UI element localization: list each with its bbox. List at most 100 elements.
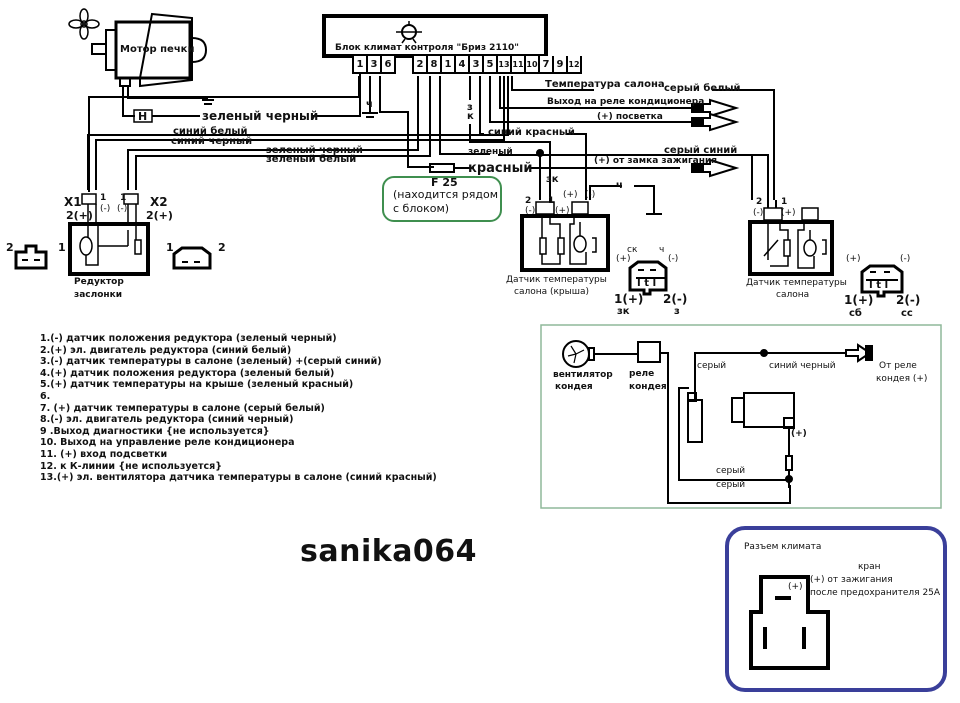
conn-right-p2: 2 — [218, 241, 226, 254]
salon-pin2-sign: (-) — [753, 208, 764, 218]
roof-label-2: салона (крыша) — [514, 287, 590, 297]
connector-line2: после предохранителя 25А — [810, 588, 941, 598]
roof-conn-minus: (-) — [668, 254, 679, 264]
block-pin: 12 — [566, 56, 582, 74]
resistor-h-label: Н — [138, 110, 148, 123]
motor-label: Мотор печки — [120, 44, 195, 55]
x2-label: X2 — [150, 195, 168, 209]
salon-pin1-sign: (+) — [781, 208, 796, 218]
fan-icon — [68, 8, 100, 40]
reducer-label-1: Редуктор — [74, 277, 124, 287]
salon-conn-p2: 2(-) — [896, 293, 921, 307]
ac-relay-label-1: реле — [629, 369, 655, 379]
wire-label-grey-white: серый белый — [664, 83, 741, 94]
legend-item: 6. — [40, 390, 51, 402]
roof-label-1: Датчик температуры — [506, 275, 607, 285]
conn-left-p1: 1 — [58, 241, 66, 254]
salon-label-2: салона — [776, 290, 810, 300]
salon-conn-p1: 1(+) — [844, 293, 874, 307]
roof-sensor-box — [520, 214, 610, 272]
ac-wire-grey-top: серый — [697, 361, 727, 371]
wire-label-zk: з к — [467, 102, 474, 122]
legend-item: 8.(-) эл. двигатель редуктора (синий чер… — [40, 414, 294, 426]
wire-label-grey-blue: серый синий — [664, 145, 738, 156]
legend-item: 12. к К-линии {не используется} — [40, 460, 222, 472]
legend-item: 7. (+) датчик температуры в салоне (серы… — [40, 402, 325, 414]
wire-label-backlight: (+) посветка — [597, 112, 663, 122]
wire-label-blue-white: синий белый — [173, 126, 248, 137]
legend-item: 1.(-) датчик положения редуктора (зелены… — [40, 333, 337, 344]
wire-label-red: красный — [468, 161, 533, 176]
roof-pin2-sign: (-) — [525, 206, 536, 216]
block-pins-right: 2 8 1 4 3 5 13 11 10 7 9 12 — [412, 56, 582, 74]
salon-conn-c2: сс — [901, 308, 913, 319]
roof-pin2: 2 — [525, 196, 532, 206]
block-pins-left: 1 3 6 — [352, 56, 396, 74]
x2-pin1: 1 — [120, 193, 127, 203]
wire-label-ground-ch: ч — [366, 99, 373, 110]
roof-pin1: 1 — [548, 196, 555, 206]
roof-wire-ch: ч — [616, 180, 623, 191]
wire-label-green-white: зеленый белый — [266, 154, 357, 165]
salon-label-1: Датчик температуры — [746, 278, 847, 288]
x1-pin1-sign: (-) — [100, 204, 111, 214]
ac-panel-frame — [540, 324, 942, 509]
salon-conn-c1: сб — [849, 308, 862, 319]
reducer-box — [68, 222, 150, 276]
reducer-label-2: заслонки — [74, 290, 123, 300]
ac-wire-grey-2: серый — [716, 480, 746, 490]
pin-legend: 1.(-) датчик положения редуктора (зелены… — [40, 333, 437, 484]
ac-from-relay-1: От реле — [879, 361, 917, 371]
ac-plus: (+) — [791, 429, 807, 439]
roof-pin1-sign: (+) — [555, 206, 570, 216]
roof-conn-c1: зк — [617, 306, 630, 317]
roof-conn-c2: з — [674, 306, 680, 317]
wire-label-temp-salon: Температура салона — [545, 79, 665, 90]
roof-conn-plus: (+) — [616, 254, 631, 264]
ac-wire-blue-black: синий черный — [769, 361, 836, 371]
salon-conn-plus: (+) — [846, 254, 861, 264]
fuse-label: F 25 — [431, 176, 458, 189]
ac-from-relay-2: кондея (+) — [876, 374, 928, 384]
salon-sensor-box — [748, 220, 834, 276]
x2-pin1-sign: (-) — [117, 204, 128, 214]
roof-conn-ch: ч — [659, 245, 665, 255]
legend-item: 10. Выход на управление реле кондиционер… — [40, 437, 295, 449]
legend-item: 4.(+) датчик положения редуктора (зелены… — [40, 367, 335, 379]
wire-label-green-black: зеленый черный — [266, 145, 363, 156]
ac-fan-label-1: вентилятор — [553, 370, 613, 380]
legend-item: 11. (+) вход подсветки — [40, 448, 168, 460]
legend-item: 3.(-) датчик температуры в салоне (зелен… — [40, 356, 382, 368]
connector-kran: кран — [858, 562, 881, 572]
author-watermark: sanika064 — [300, 534, 478, 569]
fuse-note-line1: (находится рядом — [393, 188, 499, 201]
wire-label-green-black-motor: зеленый черный — [202, 109, 319, 123]
ac-fan-label-2: кондея — [555, 382, 593, 392]
connector-line1: (+) от зажигания — [810, 575, 893, 585]
x1-pin1: 1 — [100, 193, 107, 203]
block-title: Блок климат контроля "Бриз 2110" — [335, 43, 519, 53]
legend-item: 5.(+) датчик температуры на крыше (зелен… — [40, 379, 354, 391]
conn-right-p1: 1 — [166, 241, 174, 254]
wire-label-ac-relay-out: Выход на реле кондиционера — [547, 97, 705, 107]
salon-conn-minus: (-) — [900, 254, 911, 264]
roof-conn-sk: ск — [627, 245, 638, 255]
ac-wire-grey-1: серый — [716, 466, 746, 476]
block-pin: 6 — [380, 56, 396, 74]
wire-label-from-ignition: (+) от замка зажигания — [594, 156, 718, 166]
connector-plus: (+) — [788, 582, 803, 592]
ac-relay-label-2: кондея — [629, 382, 667, 392]
roof-plus: (+) — [563, 190, 578, 200]
salon-pin1: 1 — [781, 197, 788, 207]
roof-conn-p1: 1(+) — [614, 292, 644, 306]
fuse-note-box — [382, 176, 502, 222]
x1-label: X1 — [64, 195, 82, 209]
wire-label-blue-red: синий красный — [488, 127, 575, 138]
salon-conn-t: I t I — [869, 280, 889, 291]
salon-pin2: 2 — [756, 197, 763, 207]
roof-conn-t: I t I — [637, 278, 657, 289]
conn-left-p2: 2 — [6, 241, 14, 254]
roof-minus: (-) — [585, 190, 596, 200]
roof-conn-p2: 2(-) — [663, 292, 688, 306]
